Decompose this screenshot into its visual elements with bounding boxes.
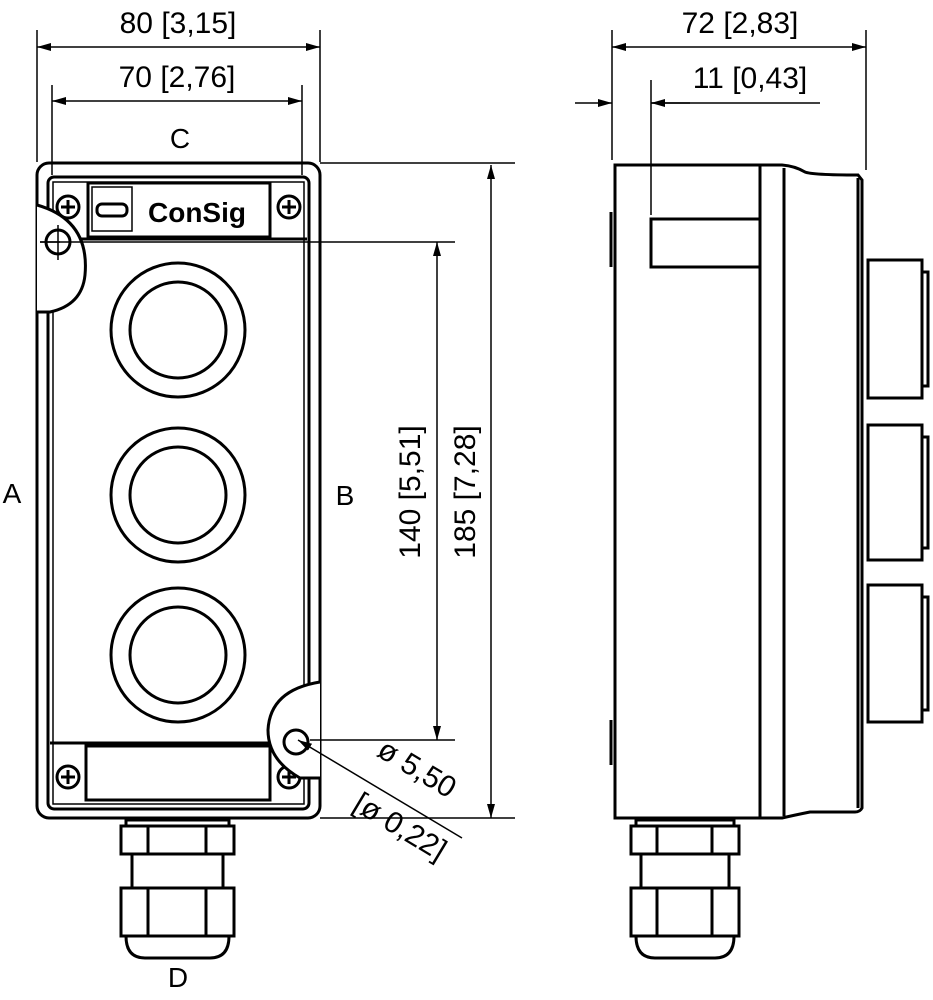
dim-hole-diameter-mm: ø 5,50 <box>372 733 462 805</box>
side-button-3 <box>866 583 930 724</box>
label-plate <box>86 181 272 239</box>
dim-height-overall: 185 [7,28] <box>449 425 482 558</box>
indicator-window <box>91 186 133 232</box>
indicator-lamp-icon <box>95 202 129 218</box>
enclosure-outline <box>35 161 322 820</box>
bottom-label-plate <box>84 744 272 802</box>
label-b: B <box>336 480 355 511</box>
label-c: C <box>170 123 190 154</box>
front-view: ConSig <box>35 161 322 820</box>
dim-width-inner: 70 [2,76] <box>119 61 236 94</box>
cable-gland-front <box>119 818 236 960</box>
screw-icon <box>55 194 81 220</box>
front-dimensions: 80 [3,15] 70 [2,76] C A B D 140 [5,51] 1… <box>3 7 515 993</box>
side-body-outline <box>613 163 864 820</box>
lid-inner-edge <box>52 181 305 805</box>
logo-text: ConSig <box>148 197 246 228</box>
label-a: A <box>3 478 22 509</box>
screw-icon <box>55 764 81 790</box>
side-dimensions: 72 [2,83] 11 [0,43] <box>575 7 867 215</box>
dim-lid-offset: 11 [0,43] <box>693 62 808 95</box>
mounting-hole-bottom <box>266 680 321 780</box>
mounting-hole-top <box>36 203 87 314</box>
side-label-plate <box>649 217 762 269</box>
push-button-1 <box>109 261 247 399</box>
push-button-3 <box>109 586 247 724</box>
screw-icon <box>276 194 302 220</box>
dim-height-holes: 140 [5,51] <box>394 425 427 558</box>
push-button-2 <box>109 426 247 564</box>
label-d: D <box>168 962 188 993</box>
side-button-1 <box>866 258 930 400</box>
dim-depth-overall: 72 [2,83] <box>682 7 799 40</box>
lid-outline <box>46 175 311 811</box>
dim-width-overall: 80 [3,15] <box>120 7 237 40</box>
cable-gland-side <box>629 818 741 960</box>
side-button-2 <box>866 423 930 562</box>
side-view <box>609 163 930 820</box>
